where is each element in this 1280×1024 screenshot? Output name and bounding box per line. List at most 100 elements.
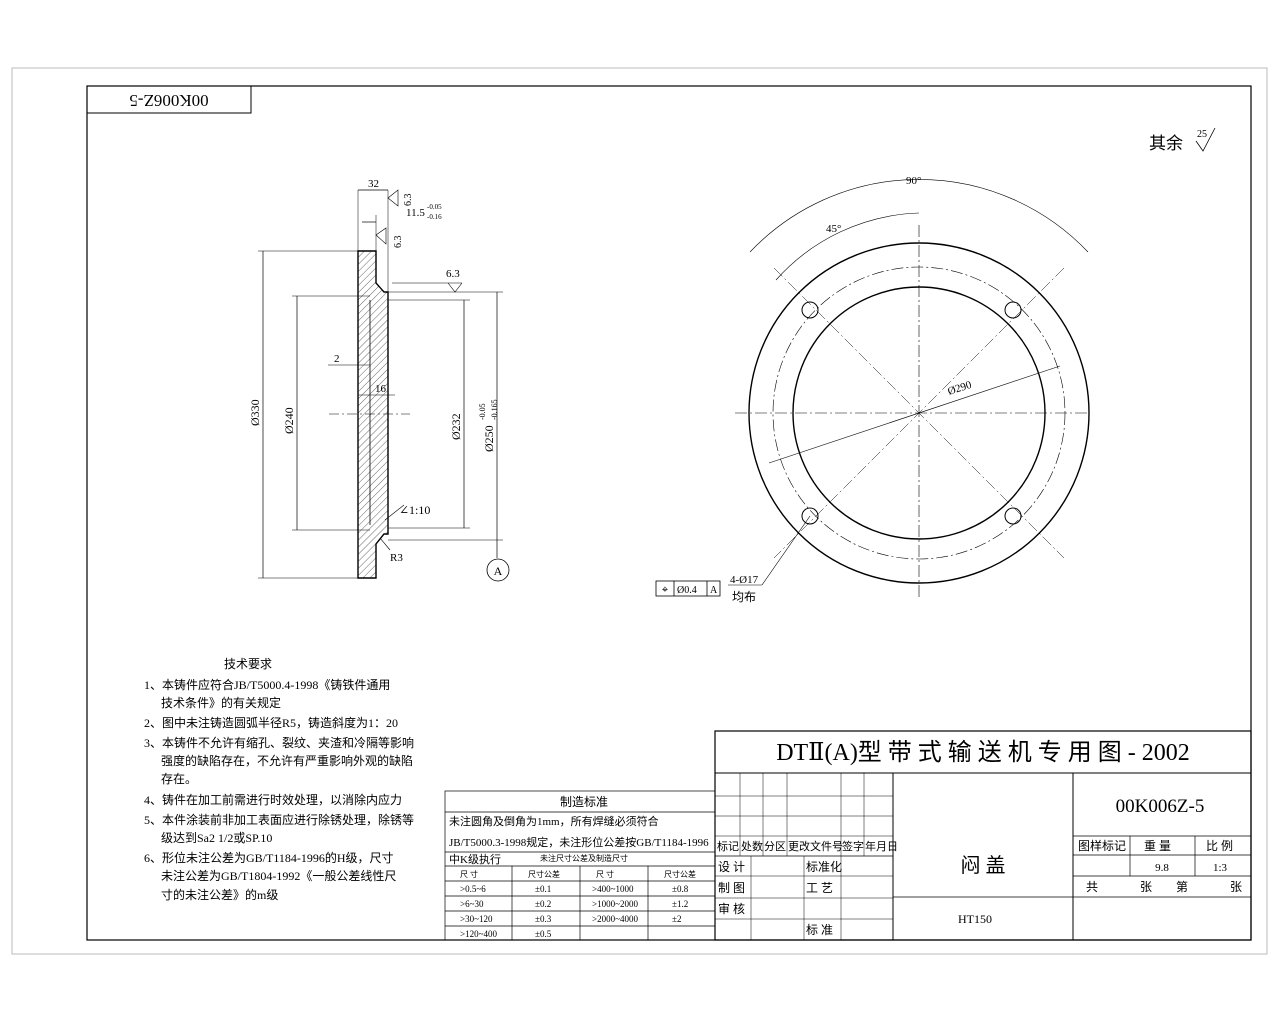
- tech-line: 级达到Sa2 1/2或SP.10: [161, 831, 272, 845]
- tech-line: 5、本件涂装前非加工表面应进行除锈处理，除锈等: [144, 812, 414, 827]
- dim-16-label: 16: [375, 383, 387, 395]
- tech-line: 6、形位未注公差为GB/T1184-1996的H级，尺寸: [144, 850, 394, 865]
- bolt-hole: [1004, 507, 1022, 525]
- role-label: 标准化: [806, 860, 842, 874]
- roughness-general-value: 25: [1197, 129, 1207, 140]
- roughness-b-icon: [375, 227, 387, 245]
- datum-a-label: A: [494, 564, 503, 578]
- mfg-cell: >400~1000: [592, 884, 634, 894]
- side-section-view: Ø330 Ø240 Ø232 Ø250 -0.05 -0.165 32 11.5…: [248, 178, 510, 582]
- roughness-general-label: 其余: [1149, 134, 1183, 153]
- tech-line: 寸的未注公差》的m级: [161, 887, 278, 902]
- tech-line: 未注公差为GB/T1804-1992《一般公差线性尺: [161, 868, 396, 883]
- dia-330-label: Ø330: [248, 399, 262, 426]
- tech-requirements: 技术要求 1、本铸件应符合JB/T5000.4-1998《铸铁件通用 技术条件》…: [144, 657, 414, 902]
- tech-title: 技术要求: [224, 657, 272, 671]
- tech-line: 存在。: [161, 772, 197, 786]
- position-tol-datum: A: [710, 585, 718, 596]
- mfg-cell: >1000~2000: [592, 899, 638, 909]
- taper-label: ∠1:10: [399, 503, 430, 517]
- angle-90-label: 90°: [906, 175, 921, 187]
- sheet-unit: 张: [1230, 880, 1242, 894]
- roughness-b-value: 6.3: [393, 236, 404, 249]
- mfg-header: 尺 寸: [596, 869, 614, 879]
- scale-value: 1:3: [1213, 862, 1228, 874]
- mfg-cell: >120~400: [460, 929, 497, 939]
- rev-header: 年月日: [865, 839, 898, 853]
- holes-label: 4-Ø17: [730, 574, 759, 586]
- roughness-a-icon: [387, 189, 399, 207]
- info-header: 比 例: [1206, 839, 1233, 853]
- datum-a-circle: [486, 558, 510, 582]
- tech-line: 1、本铸件应符合JB/T5000.4-1998《铸铁件通用: [144, 677, 390, 692]
- tech-line: 4、铸件在加工前需进行时效处理，以消除内应力: [144, 792, 402, 807]
- rev-header: 签字: [842, 839, 864, 853]
- mfg-header: 尺寸公差: [528, 869, 560, 879]
- rev-header: 更改文件号: [788, 839, 843, 853]
- info-header: 重 量: [1144, 839, 1171, 853]
- position-symbol-icon: ⌖: [662, 583, 668, 596]
- position-tolerance-frame: [655, 580, 721, 597]
- material: HT150: [958, 912, 992, 926]
- bolt-hole: [801, 301, 819, 319]
- dim-2-label: 2: [334, 353, 340, 365]
- weight-value: 9.8: [1155, 862, 1169, 874]
- mfg-cell: ±0.3: [535, 914, 552, 924]
- outer-circle: [748, 242, 1090, 584]
- mfg-cell: ±2: [672, 914, 681, 924]
- tech-line: 3、本铸件不允许有缩孔、裂纹、夹渣和冷隔等影响: [144, 735, 414, 750]
- mfg-cell: >2000~4000: [592, 914, 638, 924]
- section-profile: [357, 250, 389, 579]
- dim-11-5-tol-upper: -0.05: [427, 203, 442, 211]
- sheet-unit: 张: [1140, 880, 1152, 894]
- outer-sheet-border: [11, 67, 1268, 955]
- sheet-total-label: 共: [1086, 880, 1098, 894]
- role-label: 标 准: [806, 923, 833, 937]
- mfg-header: 尺 寸: [460, 869, 478, 879]
- bolt-hole: [1004, 301, 1022, 319]
- roughness-c-value: 6.3: [446, 268, 460, 280]
- part-name: 闷 盖: [961, 854, 1006, 877]
- angle-45-label: 45°: [826, 223, 841, 235]
- role-label: 设 计: [718, 860, 745, 874]
- role-label: 审 核: [718, 901, 745, 916]
- mfg-cell: ±0.2: [535, 899, 551, 909]
- roughness-a-value: 6.3: [403, 194, 414, 207]
- tech-line: 强度的缺陷存在，不允许有严重影响外观的缺陷: [161, 753, 413, 768]
- mfg-line: 未注圆角及倒角为1mm，所有焊缝必须符合: [449, 814, 659, 828]
- front-view: 90° 45° Ø290 4-Ø17 均布 ⌖ Ø0.4 A: [655, 175, 1090, 604]
- title-block-grid: [714, 730, 1252, 941]
- mfg-line: JB/T5000.3-1998规定，未注形位公差按GB/T1184-1996: [449, 835, 709, 849]
- sheet-no-label: 第: [1176, 880, 1188, 894]
- mfg-cell: ±0.1: [535, 884, 551, 894]
- rev-header: 处数: [741, 840, 763, 853]
- mfg-cell: ±0.8: [672, 884, 689, 894]
- mfg-cell: >0.5~6: [460, 884, 486, 894]
- bolt-hole: [801, 507, 819, 525]
- mfg-cell: >6~30: [460, 899, 484, 909]
- rev-header: 标记: [717, 839, 739, 853]
- mfg-title: 制造标准: [560, 795, 608, 809]
- roughness-c-icon: [447, 282, 463, 293]
- mfg-line: 中K级执行: [449, 852, 501, 866]
- mfg-table-title: 未注尺寸公差及制造尺寸: [540, 853, 628, 863]
- mfg-table: 尺 寸 尺寸公差 尺 寸 尺寸公差 >0.5~6 ±0.1 >400~1000 …: [460, 869, 696, 939]
- dia-250-tol-upper: -0.05: [478, 403, 487, 420]
- info-cells: 图样标记 重 量 比 例 9.8 1:3 共 张 第 张: [1078, 838, 1242, 894]
- role-label: 工 艺: [806, 881, 833, 895]
- mfg-header: 尺寸公差: [664, 869, 696, 879]
- dim-32-label: 32: [368, 178, 379, 190]
- position-tol-value: Ø0.4: [677, 585, 697, 596]
- info-header: 图样标记: [1078, 838, 1126, 853]
- mfg-cell: >30~120: [460, 914, 493, 924]
- roughness-symbol-icon: [1195, 127, 1216, 152]
- role-labels: 设 计 制 图 审 核 标准化 工 艺 标 准: [718, 860, 842, 937]
- mfg-cell: ±1.2: [672, 899, 688, 909]
- dia-232-label: Ø232: [449, 413, 463, 440]
- title-header: DTⅡ(A)型 带 式 输 送 机 专 用 图 - 2002: [776, 739, 1190, 766]
- rev-header: 分区: [764, 840, 786, 853]
- dim-11-5-tol-lower: -0.16: [427, 213, 442, 221]
- tech-line: 2、图中未注铸造圆弧半径R5，铸造斜度为1：20: [144, 715, 398, 730]
- dia-250-label: Ø250: [482, 425, 496, 452]
